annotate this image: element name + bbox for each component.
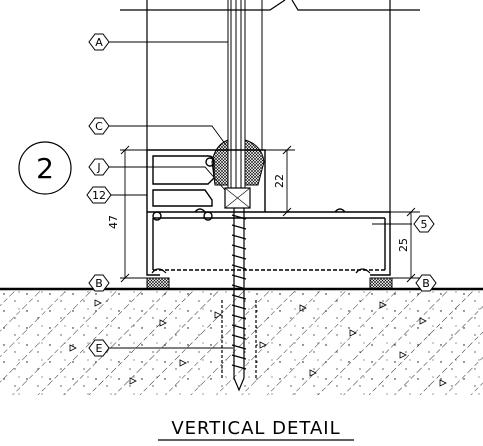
tag-b-left-label: B [95,277,103,290]
concrete-substrate [0,289,483,415]
tag-12-label: 12 [92,189,106,202]
tag-j: J [88,158,110,176]
tag-b-right: B [415,274,437,292]
dim-25: 25 [397,238,410,252]
leader-lines [109,41,412,349]
tag-e: E [88,339,110,357]
anchor-screw [221,208,257,392]
dimension-lines [120,145,420,283]
base-shims [146,268,393,290]
tag-b-left: B [88,274,110,292]
tag-b-right-label: B [422,277,430,290]
dim-22: 22 [273,174,286,188]
tag-c: C [88,117,110,135]
dim-47: 47 [107,215,120,229]
tag-j-label: J [96,161,100,174]
tag-c-label: C [95,120,103,133]
tag-12: 12 [86,186,112,204]
detail-title-block: VERTICAL DETAIL [158,418,354,441]
detail-title: VERTICAL DETAIL [171,418,340,439]
sill-extrusion [146,149,391,276]
detail-number-bubble: 2 [18,141,72,195]
tag-e-label: E [96,342,103,355]
tag-a: A [88,33,110,51]
tag-a-label: A [95,36,103,49]
detail-number: 2 [36,152,54,185]
tag-5-label: 5 [421,218,428,231]
tag-5: 5 [413,215,435,233]
setting-block [224,187,251,209]
frame-outline [120,0,420,212]
gasket [211,139,265,186]
